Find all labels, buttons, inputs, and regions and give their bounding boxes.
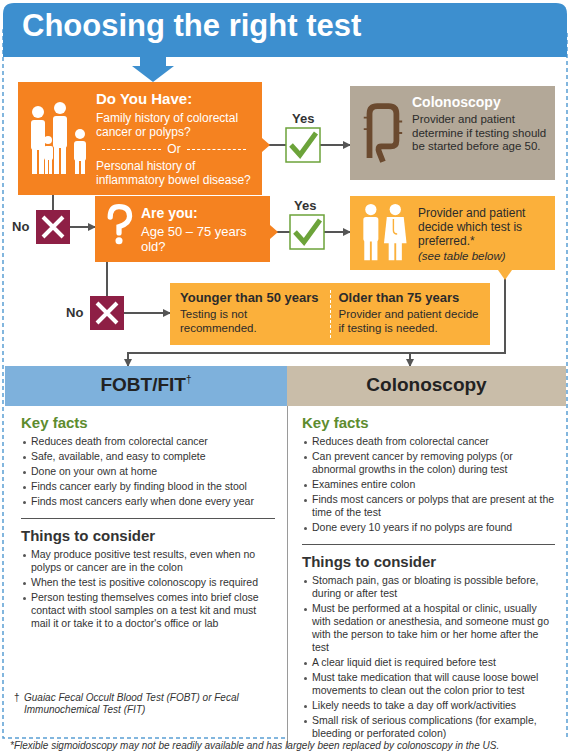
node-text: Can prevent cancer by removing polyps (o…	[302, 450, 555, 476]
node-text: Things to consider	[302, 544, 555, 570]
test-column: Key factsReduces death from colorectal c…	[287, 366, 565, 748]
node-text: Younger than 50 years	[180, 290, 322, 305]
footnote-mark: †	[14, 692, 24, 704]
node-text: May produce positive test results, even …	[21, 548, 275, 574]
test-column: Key factsReduces death from colorectal c…	[5, 366, 287, 736]
node-text: Must be performed at a hospital or clini…	[302, 602, 555, 654]
edge-label: No	[66, 305, 83, 320]
node-text: Person testing themselves comes into bri…	[21, 591, 275, 630]
age-box: Younger than 50 yearsTesting is not reco…	[170, 283, 490, 345]
colon-icon	[358, 98, 406, 166]
node-text: Personal history of inflammatory bowel d…	[96, 159, 252, 187]
question-icon	[103, 203, 135, 247]
node-text: Likely needs to take a day off work/acti…	[302, 699, 555, 712]
page-footnote: *Flexible sigmoidoscopy may not be readi…	[10, 740, 562, 752]
page-title: Choosing the right test	[22, 8, 361, 44]
node-text: When the test is positive colonoscopy is…	[21, 576, 275, 589]
node-text: Key facts	[302, 414, 555, 431]
node-text: Testing is not recommended.	[180, 308, 322, 335]
node-text: Finds most cancers or polyps that are pr…	[302, 493, 555, 519]
result-box: ColonoscopyProvider and patient determin…	[350, 86, 555, 180]
node-text: Provider and patient decide if testing i…	[339, 308, 481, 335]
node-text: Must take medication that will cause loo…	[302, 671, 555, 697]
node-text: Provider and patient determine if testin…	[412, 113, 547, 154]
flow-connector	[128, 270, 505, 366]
node-text: Are you:	[141, 205, 262, 221]
node-text: Do You Have:	[96, 90, 252, 107]
node-text: Provider and patient decide which test i…	[418, 206, 547, 248]
node-text: Colonoscopy	[366, 374, 486, 395]
question-box: Are you: Age 50 – 75 years old?	[95, 196, 270, 262]
column-header: FOBT/FIT†	[5, 366, 287, 406]
node-text: Colonoscopy	[412, 94, 547, 110]
edge-label: Yes	[292, 111, 314, 126]
node-text: Reduces death from colorectal cancer	[21, 435, 275, 448]
edge-label: Yes	[294, 198, 316, 213]
age-group: Younger than 50 yearsTesting is not reco…	[172, 290, 330, 338]
footnote-text: Guaiac Fecal Occult Blood Test (FOBT) or…	[24, 692, 274, 716]
node-text: Done every 10 years if no polyps are fou…	[302, 521, 555, 534]
node-text: Stomach pain, gas or bloating is possibl…	[302, 574, 555, 600]
node-text: Safe, available, and easy to complete	[21, 450, 275, 463]
node-text: Done on your own at home	[21, 465, 275, 478]
column-header: Colonoscopy	[287, 366, 566, 406]
node-text: A clear liquid diet is required before t…	[302, 656, 555, 669]
question-box: Do You Have: Family history of colorectal…	[18, 82, 262, 195]
family-icon	[26, 98, 90, 184]
node-text: Age 50 – 75 years old?	[141, 224, 262, 254]
node-text: Key facts	[21, 414, 275, 431]
node-text: (see table below)	[418, 250, 547, 262]
result-box: Provider and patient decide which test i…	[350, 196, 555, 270]
node-text: Reduces death from colorectal cancer	[302, 435, 555, 448]
node-text: FOBT/FIT	[100, 374, 185, 395]
age-group: Older than 75 yearsProvider and patient …	[330, 290, 489, 338]
node-text: Older than 75 years	[339, 290, 481, 305]
node-text: †	[186, 374, 192, 385]
edge-label: No	[12, 219, 29, 234]
node-text: Finds most cancers early when done every…	[21, 495, 275, 508]
node-text: Small risk of serious complications (for…	[302, 714, 555, 740]
node-text: Family history of colorectal cancer or p…	[96, 111, 252, 139]
node-text: Finds cancer early by finding blood in t…	[21, 480, 275, 493]
provider-patient-icon	[356, 202, 412, 264]
node-text: Things to consider	[21, 518, 275, 544]
node-text: Examines entire colon	[302, 478, 555, 491]
node-text: Or	[96, 142, 252, 156]
